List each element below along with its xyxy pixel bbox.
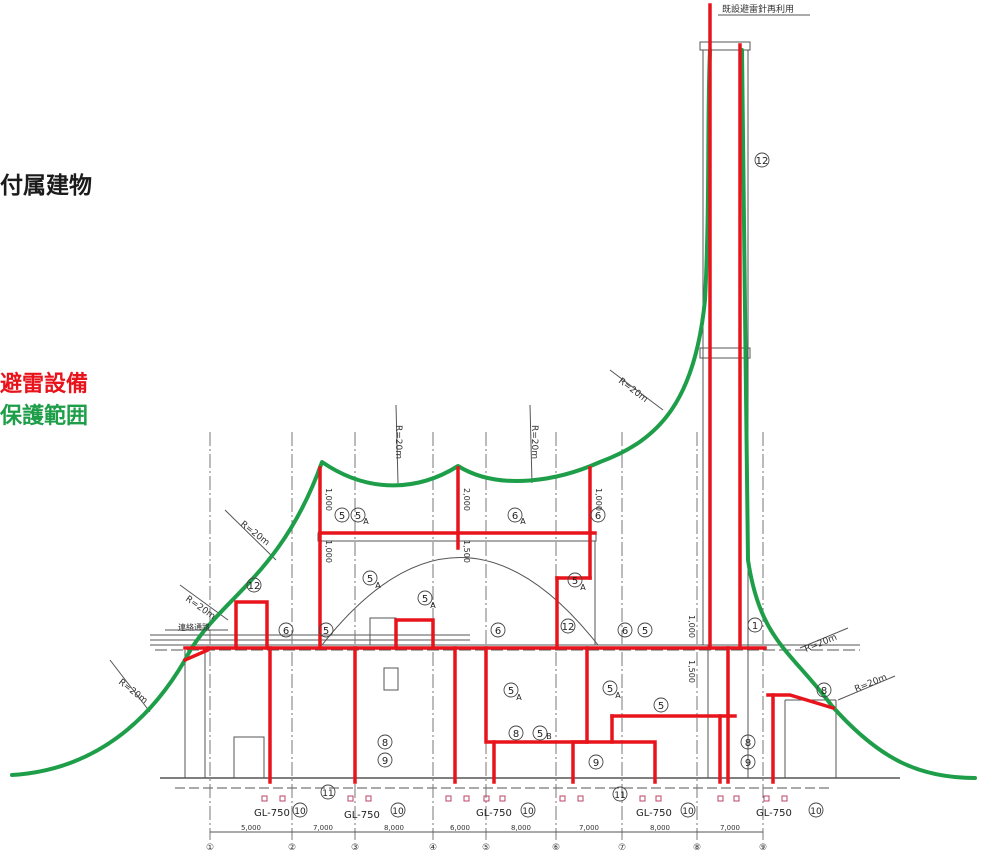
callout-label: 8	[513, 729, 519, 740]
callout-label: 9	[745, 758, 751, 769]
callout-label: 10	[522, 807, 534, 817]
dimension-label: 2,000	[462, 488, 471, 511]
dimension-label: 1,500	[462, 540, 471, 563]
radius-label: R=20m	[393, 425, 403, 459]
span-label: 5,000	[241, 824, 261, 832]
callout-label: 5	[658, 701, 664, 712]
ground-level-label: GL-750	[254, 808, 290, 819]
ground-electrodes	[261, 795, 788, 802]
callout-label: 12	[756, 156, 769, 167]
radius-label: R=20m	[616, 376, 649, 404]
legend-protection-range-label: 保護範囲	[0, 404, 89, 429]
callout-label: 6	[595, 511, 601, 522]
legend-lightning-equipment-label: 避雷設備	[0, 372, 89, 397]
callout-suffix: A	[363, 517, 369, 526]
dimension-label: 1,000	[324, 488, 333, 511]
lightning-conductor-network	[182, 3, 836, 784]
grid-axis-numbers: ① ② ③ ④ ⑤ ⑥ ⑦ ⑧ ⑨	[206, 843, 767, 853]
callout-label: 6	[283, 626, 289, 637]
callout-label: 5	[355, 511, 361, 522]
axis-number: ⑨	[759, 843, 767, 853]
callout-label: 5	[367, 574, 373, 585]
callout-label: 8	[821, 686, 827, 697]
ground-level-label: GL-750	[636, 808, 672, 819]
axis-number: ①	[206, 843, 214, 853]
callout-label: 5	[607, 684, 613, 695]
stack-note-label: 既設避雷針再利用	[722, 3, 794, 15]
axis-number: ③	[351, 843, 359, 853]
callout-label: 12	[562, 622, 575, 633]
building-outline	[109, 14, 900, 840]
legend-building-label: 付属建物	[0, 173, 92, 199]
callout-label: 5	[422, 594, 428, 605]
axis-number: ②	[288, 843, 296, 853]
span-label: 7,000	[720, 824, 740, 832]
callout-label: 11	[322, 789, 333, 799]
callout-label: 10	[392, 807, 404, 817]
callout-label: 5	[572, 576, 578, 587]
callout-label: 6	[495, 626, 501, 637]
callout-label: 5	[508, 686, 514, 697]
axis-number: ⑦	[618, 843, 626, 853]
callout-suffix: A	[580, 583, 586, 592]
callout-label: 5	[537, 729, 543, 740]
callout-suffix: A	[516, 693, 522, 702]
axis-number: ④	[429, 843, 437, 853]
axis-number: ⑥	[552, 843, 560, 853]
callout-label: 11	[614, 791, 625, 801]
dimension-label: 1,500	[687, 660, 696, 683]
span-label: 8,000	[511, 824, 531, 832]
span-labels: 5,000 7,000 8,000 6,000 8,000 7,000 8,00…	[241, 824, 740, 832]
callout-suffix: A	[430, 601, 436, 610]
callout-label: 10	[810, 807, 822, 817]
callout-suffix: A	[375, 581, 381, 590]
callout-label: 6	[512, 511, 518, 522]
callout-bubbles: 5 5 6 6 5 5 5 6 12 12 6 5 6 5 1 12 5 5 8…	[246, 152, 832, 818]
ground-level-label: GL-750	[476, 808, 512, 819]
span-label: 6,000	[450, 824, 470, 832]
ground-level-labels: GL-750 GL-750 GL-750 GL-750 GL-750	[254, 808, 792, 821]
callout-suffix: B	[546, 732, 552, 741]
axis-number: ⑤	[482, 843, 490, 853]
span-label: 7,000	[579, 824, 599, 832]
callout-label: 5	[642, 626, 648, 637]
radius-label: R=20m	[853, 673, 888, 695]
callout-label: 5	[339, 511, 345, 522]
callout-label: 10	[682, 807, 694, 817]
dimension-label: 1,000	[324, 540, 333, 563]
dimension-label: 1,000	[594, 488, 603, 511]
span-label: 7,000	[313, 824, 333, 832]
callout-suffix: A	[520, 517, 526, 526]
dimension-label: 1,000	[687, 615, 696, 638]
callout-suffix: A	[615, 691, 621, 700]
radius-label: R=20m	[238, 519, 271, 548]
ground-level-label: GL-750	[756, 808, 792, 819]
radius-label: R=20m	[529, 425, 539, 459]
connector-label: 連絡通路	[178, 622, 210, 632]
callout-label: 10	[294, 807, 306, 817]
span-label: 8,000	[650, 824, 670, 832]
radius-label: R=20m	[803, 633, 838, 655]
callout-label: 12	[248, 581, 261, 592]
axis-number: ⑧	[693, 843, 701, 853]
callout-label: 5	[323, 626, 329, 637]
radius-label: R=20m	[116, 677, 149, 706]
callout-label: 8	[382, 738, 388, 749]
ground-level-label: GL-750	[344, 810, 380, 821]
dimension-labels: 1,000 2,000 1,000 1,000 1,500 1,000 1,50…	[324, 488, 696, 683]
callout-label: 1	[752, 621, 758, 632]
callout-label: 8	[745, 738, 751, 749]
callout-label: 9	[593, 758, 599, 769]
span-label: 8,000	[384, 824, 404, 832]
callout-label: 9	[382, 756, 388, 767]
callout-label: 6	[622, 626, 628, 637]
protection-range-curve	[10, 48, 977, 780]
